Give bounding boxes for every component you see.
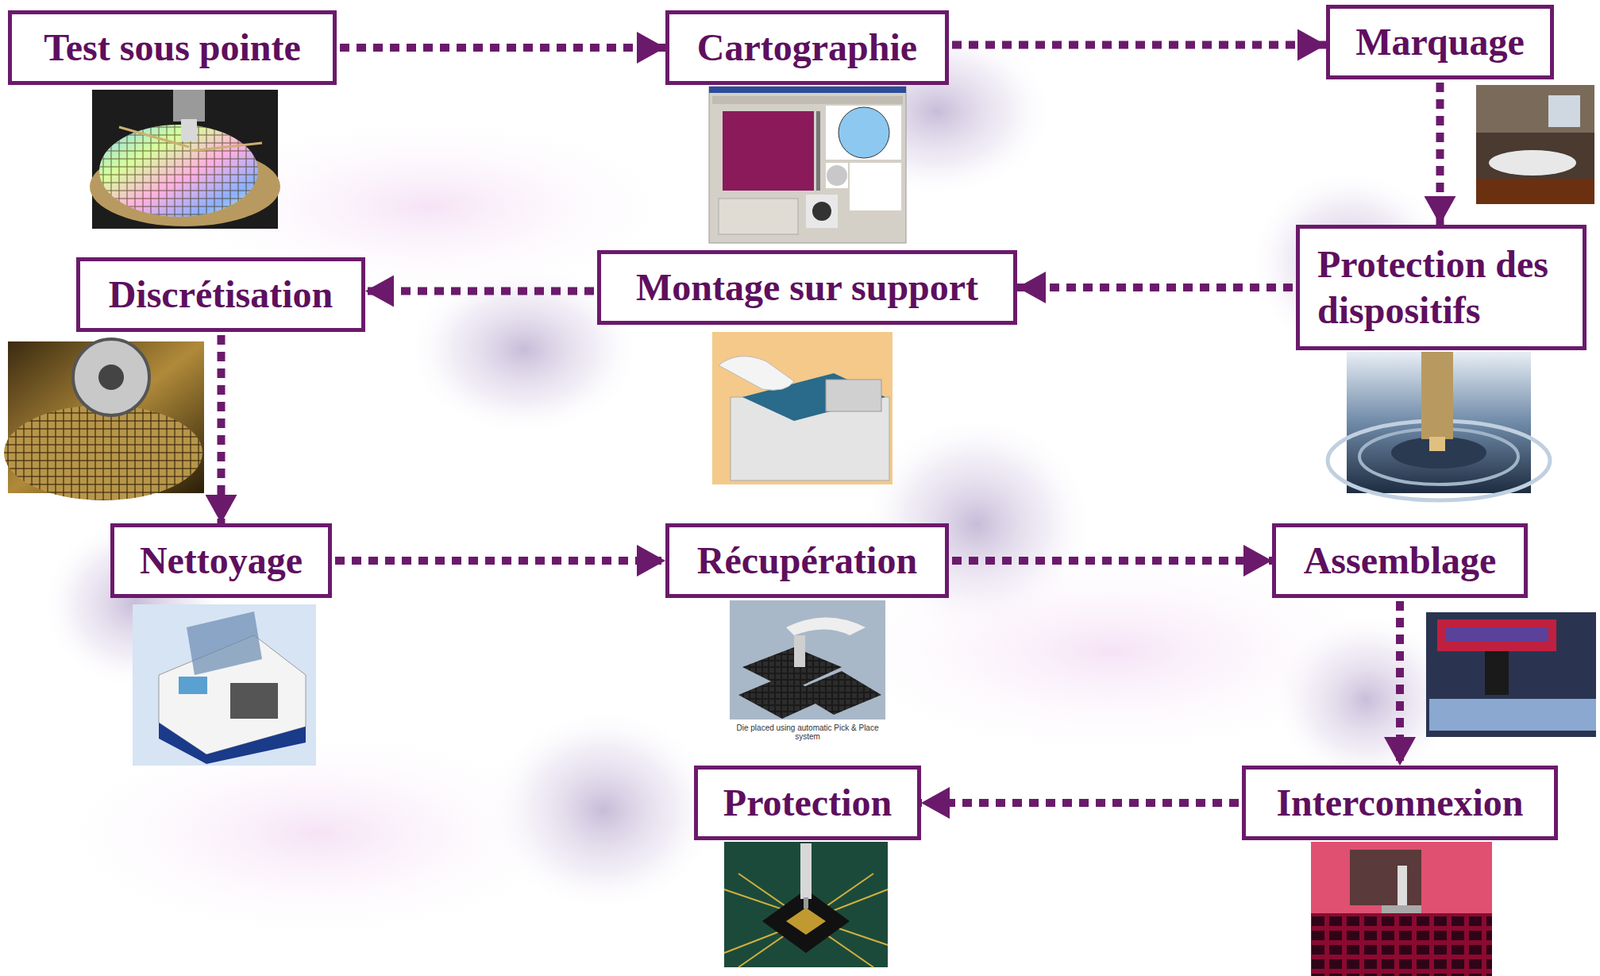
flow-arrow	[339, 43, 666, 52]
flow-arrow	[952, 556, 1273, 565]
cleaning-photo	[132, 604, 317, 766]
step-label: Interconnexion	[1276, 779, 1523, 826]
dicing-photo	[3, 339, 205, 501]
step-label: Montage sur support	[636, 264, 979, 311]
process-box: Protection des dispositifs	[1295, 224, 1587, 351]
flow-arrow	[1436, 82, 1445, 225]
process-box: Cartographie	[665, 10, 949, 85]
photo-caption: Die placed using automatic Pick & Place …	[729, 723, 886, 741]
probe-photo	[89, 89, 281, 229]
flow-arrow	[1017, 283, 1293, 292]
mounting-photo	[712, 331, 893, 485]
step-label: Cartographie	[697, 24, 918, 71]
flow-arrow	[1395, 601, 1404, 766]
step-label: Marquage	[1355, 19, 1524, 66]
process-box: Marquage	[1326, 4, 1554, 80]
process-box: Récupération	[665, 523, 949, 598]
process-box: Discrétisation	[76, 257, 366, 332]
step-label: Discrétisation	[108, 271, 334, 318]
step-label: Récupération	[697, 537, 918, 584]
flow-arrow	[952, 41, 1327, 50]
flow-arrow	[335, 556, 666, 565]
marking-photo	[1476, 84, 1595, 205]
process-box: Nettoyage	[110, 523, 332, 598]
flow-arrow	[217, 335, 226, 524]
process-box: Assemblage	[1272, 523, 1528, 598]
assembly-photo	[1426, 612, 1597, 737]
step-label: Assemblage	[1303, 537, 1497, 584]
process-box: Test sous pointe	[7, 10, 337, 85]
encapsulation-photo	[724, 841, 888, 968]
flow-arrow	[921, 798, 1239, 807]
step-label: Protection des dispositifs	[1317, 241, 1574, 333]
flow-arrow	[365, 287, 594, 296]
wafer-map-screenshot	[709, 86, 907, 243]
step-label: Test sous pointe	[43, 24, 301, 71]
pick-place-photo	[729, 600, 886, 720]
coating-photo	[1327, 351, 1550, 501]
process-box: Protection	[693, 765, 922, 841]
step-label: Protection	[723, 779, 892, 826]
step-label: Nettoyage	[139, 537, 303, 584]
wire-bonding-photo	[1310, 841, 1493, 976]
process-box: Montage sur support	[597, 250, 1018, 325]
process-box: Interconnexion	[1241, 765, 1558, 841]
